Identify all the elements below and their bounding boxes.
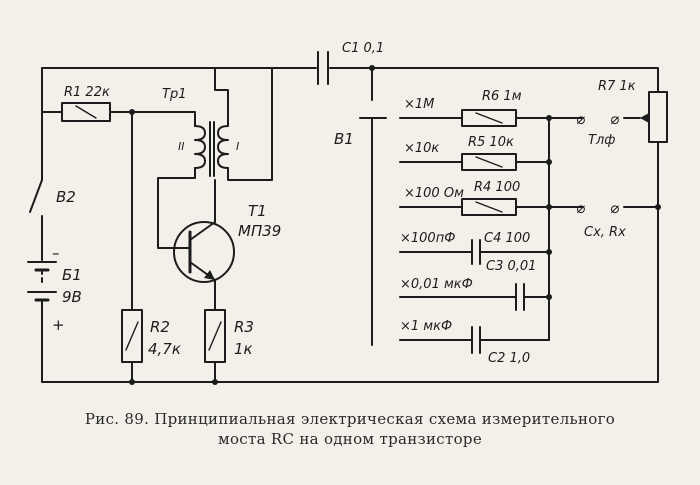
resistor-r3 xyxy=(204,309,226,363)
label-switch-b1: В1 xyxy=(334,130,354,148)
label-c1: С1 0,1 xyxy=(342,41,384,56)
label-c4: С4 100 xyxy=(484,231,530,246)
label-c2: С2 1,0 xyxy=(488,351,530,366)
label-r2: R2 xyxy=(150,318,170,336)
resistor-r6 xyxy=(461,109,517,127)
transformer-tp1 xyxy=(194,121,229,177)
capacitor-c3 xyxy=(515,283,525,311)
wire-winding2-base xyxy=(157,167,196,249)
label-range-100ohm: ×100 Ом xyxy=(404,186,464,201)
label-cx-rx: Сх, Rх xyxy=(584,225,626,240)
switch-b2 xyxy=(29,179,43,261)
wire-winding1-top xyxy=(214,67,229,127)
figure-caption-line1: Рис. 89. Принципиальная электрическая сх… xyxy=(84,410,616,428)
label-range-001uf: ×0,01 мкФ xyxy=(400,277,473,292)
label-b2: В2 xyxy=(56,188,76,206)
label-r5: R5 10к xyxy=(468,135,514,150)
battery-b1 xyxy=(27,261,57,383)
wire-top-left xyxy=(41,67,63,113)
resistor-r2 xyxy=(121,309,143,363)
tlf-terminal-right: ⌀ xyxy=(610,110,619,128)
junction-r2-bottom xyxy=(129,379,135,385)
label-t1: Т1 xyxy=(248,202,267,220)
label-r6: R6 1м xyxy=(482,89,522,104)
label-range-1m: ×1М xyxy=(404,97,434,112)
label-r7: R7 1к xyxy=(598,79,636,94)
circuit-schematic: ⌀ ⌀ ⌀ ⌀ xyxy=(27,41,668,385)
label-c3: С3 0,01 xyxy=(486,259,536,274)
label-tlf: Тлф xyxy=(588,133,615,148)
label-range-10k: ×10к xyxy=(404,141,439,156)
label-battery-voltage: 9В xyxy=(62,288,82,306)
resistor-r4 xyxy=(461,198,517,216)
figure-caption-line2: моста RC на одном транзисторе xyxy=(217,430,482,448)
cxrx-terminal-left: ⌀ xyxy=(576,199,585,217)
capacitor-c4 xyxy=(471,239,481,265)
label-battery-b1: Б1 xyxy=(62,266,82,284)
label-plus: + xyxy=(52,316,65,334)
capacitor-c1 xyxy=(317,51,329,85)
label-r3-value: 1к xyxy=(234,340,253,358)
label-winding-ii: II xyxy=(178,140,185,153)
label-r1: R1 22к xyxy=(64,85,110,100)
label-tp1: Тр1 xyxy=(162,87,186,102)
potentiometer-r7 xyxy=(640,91,668,143)
label-r4: R4 100 xyxy=(474,180,520,195)
cxrx-terminal-right: ⌀ xyxy=(610,199,619,217)
label-t1-type: МП39 xyxy=(238,222,281,240)
junction-r3-bottom xyxy=(212,379,218,385)
wire-r1-out xyxy=(109,111,196,127)
label-r3: R3 xyxy=(234,318,254,336)
capacitor-c2 xyxy=(471,326,481,354)
wire-winding1-bottom xyxy=(227,67,273,181)
label-range-100pf: ×100пФ xyxy=(400,231,455,246)
label-range-1uf: ×1 мкФ xyxy=(400,319,452,334)
resistor-r1 xyxy=(61,102,111,122)
junction-cxrx xyxy=(655,204,661,210)
resistor-r5 xyxy=(461,153,517,171)
transistor-t1 xyxy=(173,179,235,283)
label-minus: – xyxy=(52,244,60,262)
tlf-terminal-left: ⌀ xyxy=(576,110,585,128)
label-r2-value: 4,7к xyxy=(148,340,181,358)
wire-c1-out xyxy=(329,67,659,93)
label-winding-i: I xyxy=(236,140,239,153)
